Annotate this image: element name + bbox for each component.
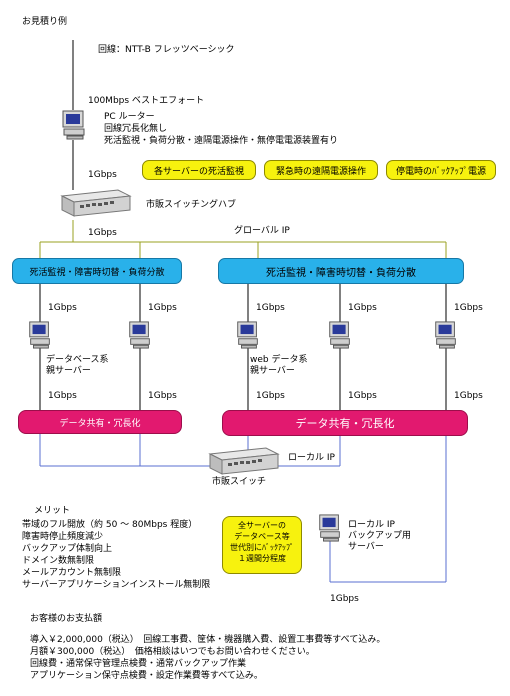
payment-line: アプリケーション保守点検費・設定作業費等すべて込み。	[30, 671, 263, 681]
gbps-label: 1Gbps	[48, 303, 77, 313]
backup-server-label: サーバー	[348, 542, 384, 552]
gbps-label: 1Gbps	[454, 303, 483, 313]
merit-item: ドメイン数無制限	[22, 556, 95, 566]
merits-heading: メリット	[34, 506, 71, 516]
gbps-label: 1Gbps	[148, 391, 177, 401]
backup-server-pc-icon	[319, 514, 340, 542]
router-feature-2: 死活監視・負荷分散・遠隔電源操作・無停電電源装置有り	[104, 136, 339, 146]
gbps-label: 1Gbps	[330, 594, 359, 604]
feature-backup-power: 停電時のﾊﾞｯｸｱｯﾌﾟ電源	[386, 160, 496, 180]
web-server-label: web データ系	[250, 355, 308, 365]
hub-label: 市販スイッチングハブ	[146, 200, 237, 210]
gbps-label: 1Gbps	[454, 391, 483, 401]
feature-remote-power: 緊急時の遠隔電源操作	[264, 160, 378, 180]
merit-item: メールアカウント無制限	[22, 568, 122, 578]
backup-server-label: ローカル IP	[348, 520, 395, 530]
router-feature-1: 回線冗長化無し	[104, 124, 168, 134]
gbps-label: 1Gbps	[348, 391, 377, 401]
switching-hub-icon	[60, 189, 132, 217]
data-share-left: データ共有・冗長化	[18, 410, 182, 434]
db-server-label: 親サーバー	[46, 366, 91, 376]
load-balancer-left: 死活監視・障害時切替・負荷分散	[12, 258, 182, 284]
router-name: PC ルーター	[104, 112, 155, 122]
backup-note-line: 世代別にﾊﾞｯｸｱｯﾌﾟ	[230, 543, 294, 552]
gbps-label: 1Gbps	[148, 303, 177, 313]
merit-item: 障害時停止頻度減少	[22, 532, 104, 542]
payment-line: 回線費・通常保守管理点検費・通常バックアップ作業	[30, 659, 247, 669]
global-ip-label: グローバル IP	[234, 226, 290, 236]
data-share-right: データ共有・冗長化	[222, 410, 468, 436]
web-server-pc-icon	[435, 321, 456, 349]
gbps-label: 1Gbps	[88, 228, 117, 238]
local-ip-label: ローカル IP	[288, 453, 335, 463]
router-pc-icon	[62, 110, 85, 140]
db-server-label: データベース系	[46, 355, 109, 365]
web-server-label: 親サーバー	[250, 366, 295, 376]
web-server-pc-icon	[329, 321, 350, 349]
merit-item: サーバーアプリケーションインストール無制限	[22, 580, 211, 590]
db-server-pc-icon	[29, 321, 50, 349]
gbps-label: 1Gbps	[256, 391, 285, 401]
load-balancer-right: 死活監視・障害時切替・負荷分散	[218, 258, 464, 284]
backup-note-line: データベース等	[234, 532, 290, 541]
gbps-label: 1Gbps	[348, 303, 377, 313]
backup-note: 全サーバーの データベース等 世代別にﾊﾞｯｸｱｯﾌﾟ １週間分程度	[222, 516, 302, 574]
switch-label: 市販スイッチ	[212, 477, 267, 487]
db-server-pc-icon	[129, 321, 150, 349]
backup-note-line: １週間分程度	[238, 554, 286, 563]
merit-item: 帯域のフル開放（約 50 ～ 80Mbps 程度）	[22, 520, 198, 530]
gbps-label: 1Gbps	[88, 170, 117, 180]
speed-label: 100Mbps ベストエフォート	[88, 96, 205, 106]
payment-line: 月額￥300,000（税込） 価格相談はいつでもお問い合わせください。	[30, 647, 315, 657]
backup-note-line: 全サーバーの	[238, 521, 286, 530]
merit-item: バックアップ体制向上	[22, 544, 113, 554]
payment-heading: お客様のお支払額	[30, 614, 103, 624]
payment-line: 導入￥2,000,000（税込） 回線工事費、筐体・機器購入費、設置工事費等すべ…	[30, 635, 386, 645]
line-label: 回線：NTT-B フレッツベーシック	[98, 45, 235, 55]
backup-server-label: バックアップ用	[348, 531, 412, 541]
web-server-pc-icon	[237, 321, 258, 349]
gbps-label: 1Gbps	[48, 391, 77, 401]
page-title: お見積り例	[22, 17, 68, 27]
gbps-label: 1Gbps	[256, 303, 285, 313]
local-switch-icon	[208, 447, 280, 475]
feature-monitoring: 各サーバーの死活監視	[142, 160, 256, 180]
